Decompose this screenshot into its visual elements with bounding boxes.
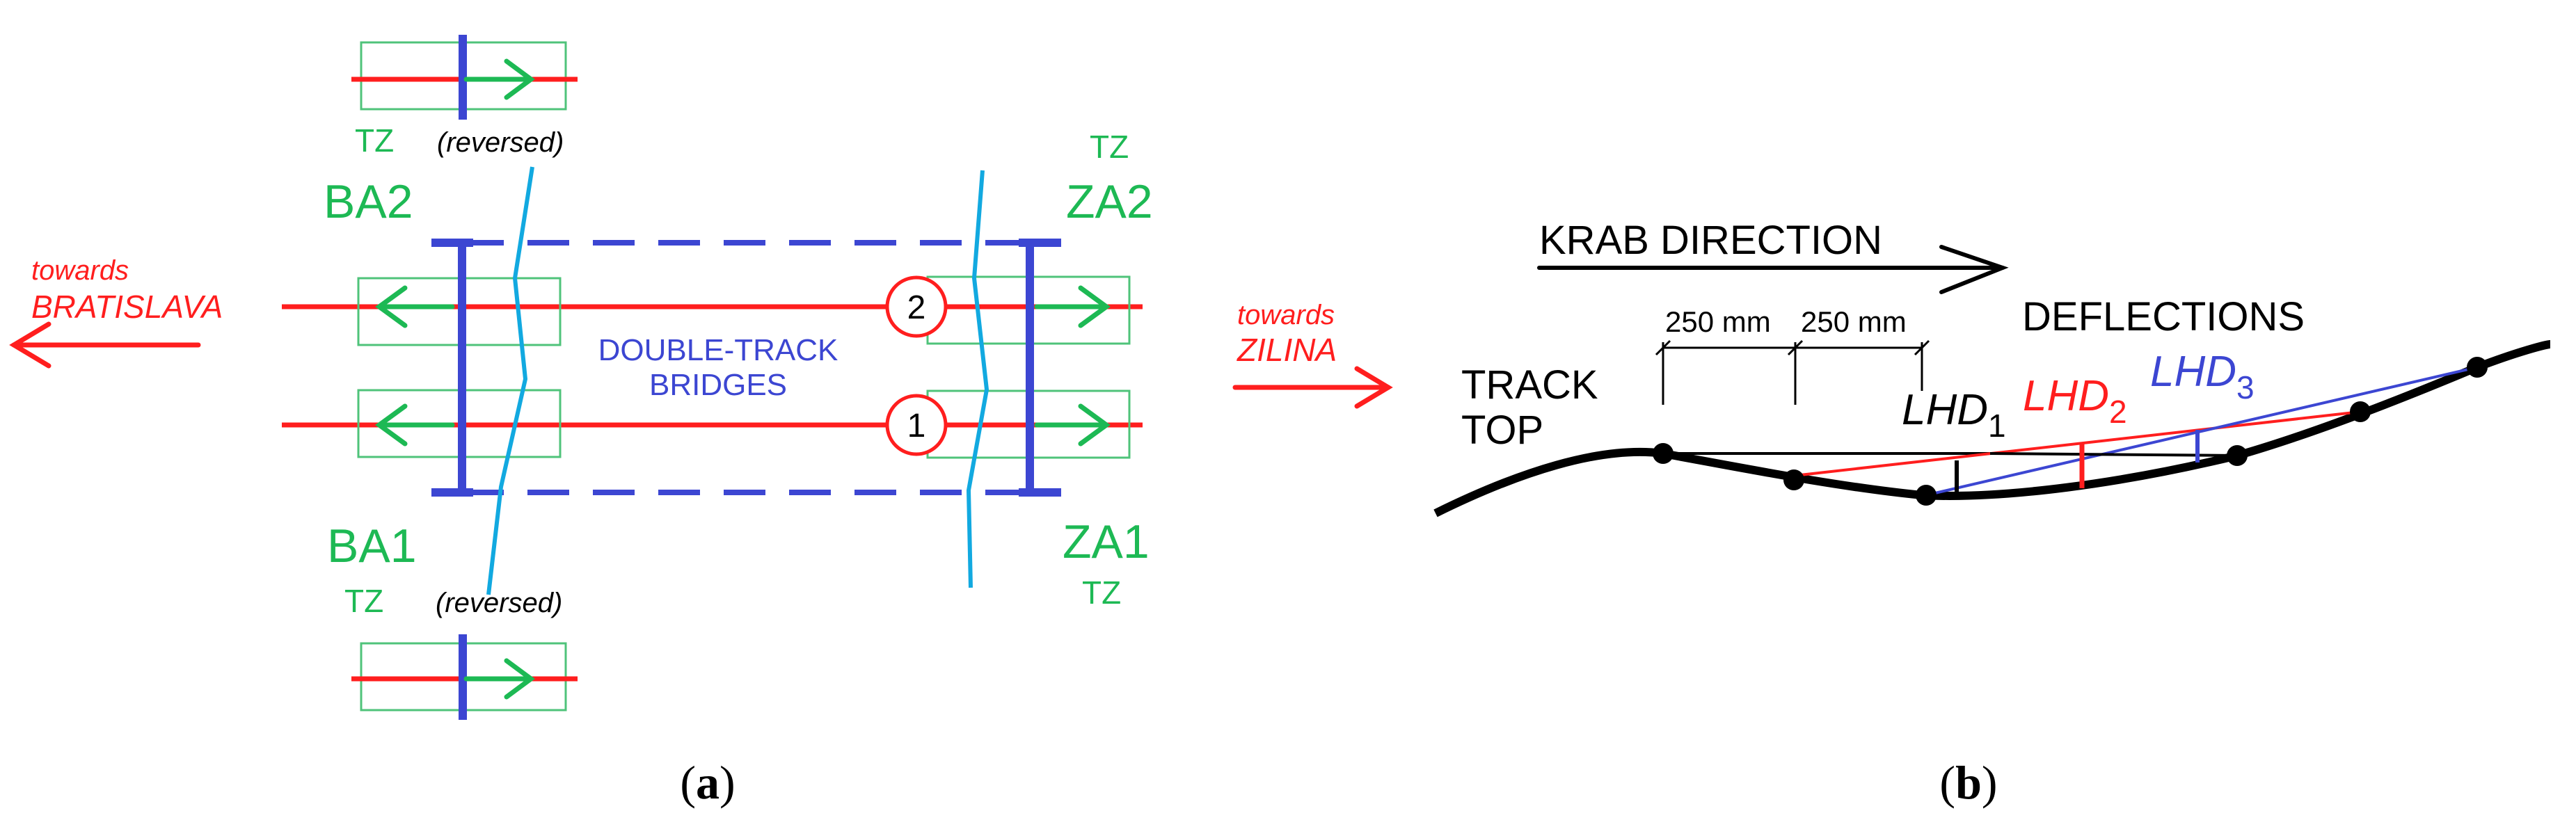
ba1-label: BA1 [327,520,417,572]
bottom-reversed-green-arrow-icon [463,658,535,700]
dimension-label-2: 250 mm [1801,305,1907,338]
right-expansion-joint-line [966,170,989,588]
track-top-label-line-1: TRACK [1461,362,1598,408]
dimension-label-1: 250 mm [1665,305,1771,338]
krab-direction-label: KRAB DIRECTION [1539,218,1882,263]
track-1-number: 1 [907,408,926,444]
tz-label-bottom-right: TZ [1082,574,1121,611]
caption-b-letter: b [1955,756,1982,809]
chord-blue [1925,366,2478,497]
lhd1-label: LHD1 [1902,386,2006,444]
tz-label-top-left: TZ [355,122,394,159]
lhd1-subscript: 1 [1988,408,2006,444]
measurement-point [2350,401,2371,422]
krab-direction-arrow-icon [1537,245,2009,294]
ba1-green-arrow-icon [375,403,455,447]
za1-label: ZA1 [1063,515,1150,568]
track-top-label-line-2: TOP [1461,408,1543,453]
za2-label: ZA2 [1066,175,1153,228]
lhd2-base: LHD [2023,372,2109,420]
chord-red [1793,410,2361,477]
reversed-label-top: (reversed) [437,127,564,158]
tz-label-bottom-left: TZ [344,583,383,619]
measurement-point [1783,469,1804,490]
track-2-number: 2 [907,289,926,326]
caption-b-close: ) [1982,756,1998,809]
towards-bratislava-line-1: towards [31,255,129,286]
lhd3-subscript: 3 [2236,369,2255,405]
panel-a: 2 1 DOUBLE-TRACK BRIDGES TZ (reversed) B… [9,35,1393,809]
caption-b-open: ( [1939,756,1955,809]
bridge-left-abutment [431,239,473,497]
bridges-label-line-1: DOUBLE-TRACK [598,333,838,367]
measurement-points [1653,357,2488,506]
ba2-green-arrow-icon [375,285,455,328]
track-2-circle [885,275,948,338]
measurement-point [1653,443,1673,464]
towards-zilina-line-1: towards [1237,300,1335,330]
panel-b: KRAB DIRECTION DEFLECTIONS TRACK TOP 250… [1433,218,2551,809]
top-reversed-green-arrow-icon [463,58,535,100]
lhd3-base: LHD [2150,348,2236,396]
measurement-point [1916,485,1937,506]
measurement-point [2227,445,2248,466]
towards-bratislava-line-2: BRATISLAVA [31,289,223,325]
za2-green-arrow-icon [1034,285,1111,328]
caption-a: (a) [680,756,735,809]
caption-b: (b) [1939,756,1997,809]
za1-green-arrow-icon [1034,403,1111,447]
caption-a-letter: a [696,756,719,809]
lhd1-base: LHD [1902,386,1988,434]
deflections-label: DEFLECTIONS [2022,294,2305,339]
reversed-label-bottom: (reversed) [436,588,562,618]
track-profile-curve [1433,340,2551,517]
lhd2-subscript: 2 [2109,394,2127,430]
towards-zilina-line-2: ZILINA [1237,332,1337,368]
lhd2-label: LHD2 [2023,372,2127,430]
measurement-point [2467,357,2488,378]
lhd3-label: LHD3 [2150,348,2255,405]
bridges-label-line-2: BRIDGES [649,368,787,402]
caption-a-open: ( [680,756,696,809]
chord-black-tail [1989,452,2238,457]
track-1-circle [885,394,948,456]
dimension-lines [1655,339,1930,405]
left-expansion-joint-line [486,166,534,595]
ba2-label: BA2 [324,175,413,228]
towards-zilina-arrow-icon [1232,366,1393,409]
caption-a-close: ) [719,756,736,809]
tz-label-top-right: TZ [1090,129,1129,165]
bridge-right-abutment [1019,239,1061,497]
towards-bratislava-arrow-icon [9,321,201,369]
